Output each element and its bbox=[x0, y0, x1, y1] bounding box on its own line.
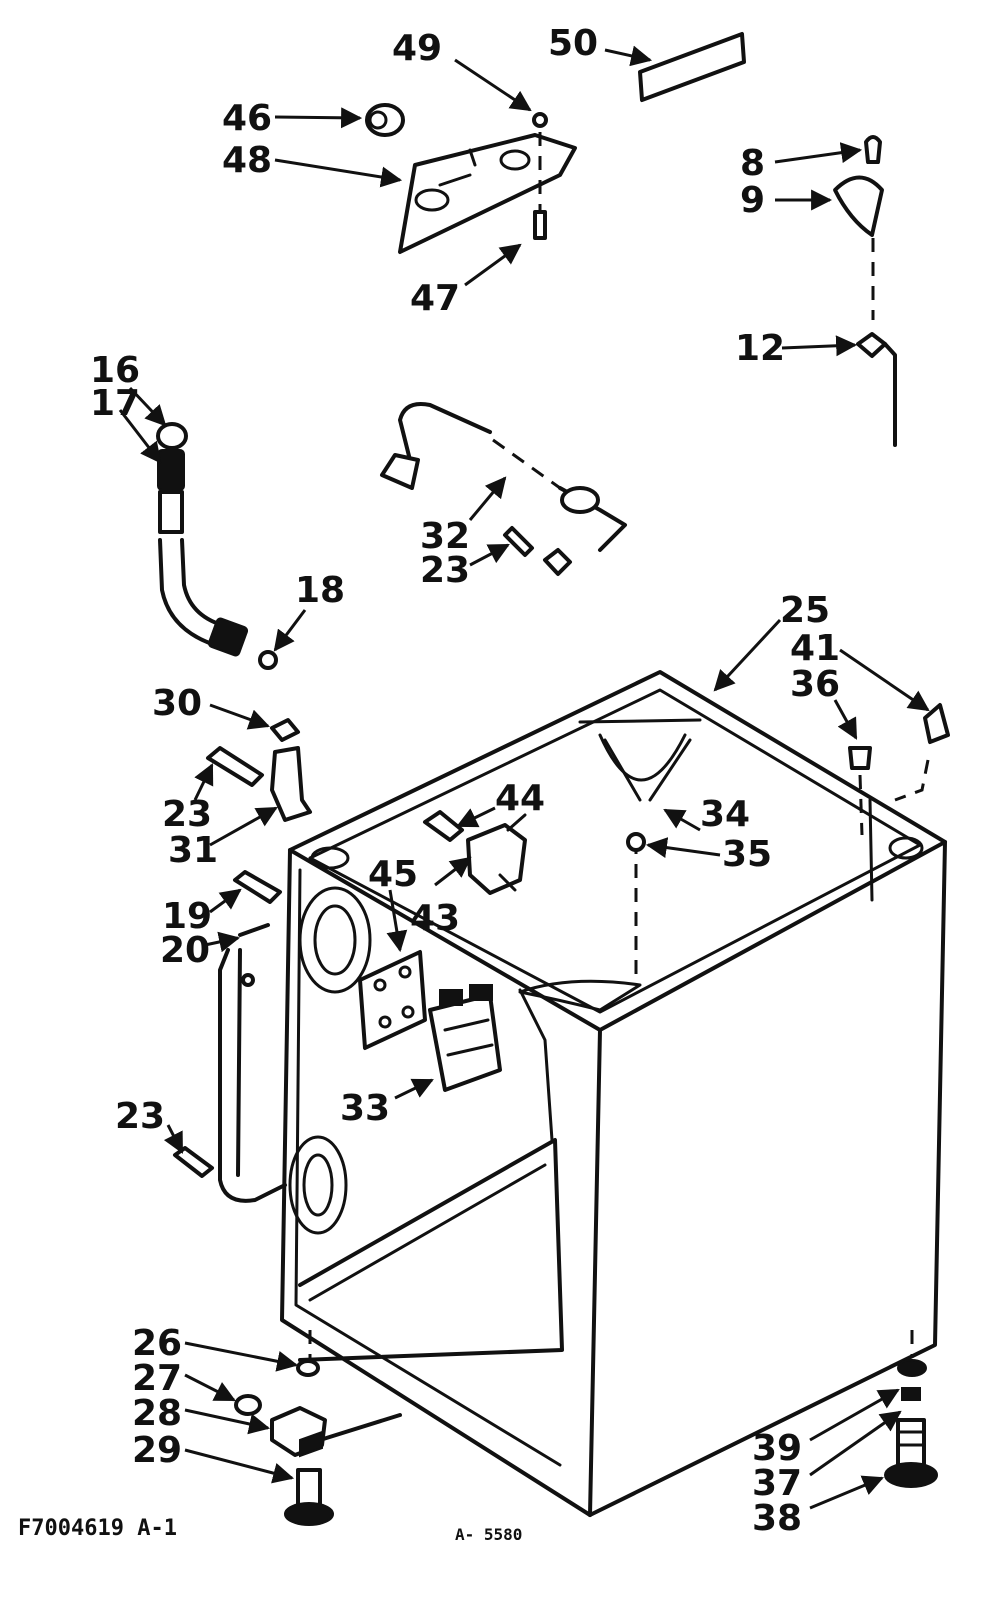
timer-33-part bbox=[428, 984, 502, 1092]
left-foot-part bbox=[234, 1330, 334, 1526]
leader-lines bbox=[118, 45, 930, 1510]
label-29: 29 bbox=[132, 1430, 182, 1471]
label-20: 20 bbox=[160, 930, 210, 971]
label-44: 44 bbox=[495, 778, 545, 819]
label-23a: 23 bbox=[420, 550, 470, 591]
label-46: 46 bbox=[222, 98, 272, 139]
label-31: 31 bbox=[168, 830, 218, 871]
label-27: 27 bbox=[132, 1358, 182, 1399]
ring-18-part bbox=[258, 650, 278, 670]
wire-harness-part bbox=[380, 402, 627, 552]
label-50: 50 bbox=[548, 23, 598, 64]
screw-23-left-part bbox=[206, 746, 264, 787]
footer-code: F7004619 A-1 bbox=[18, 1516, 177, 1541]
screw-47-part bbox=[533, 210, 547, 240]
label-45: 45 bbox=[368, 854, 418, 895]
label-36: 36 bbox=[790, 664, 840, 705]
bracket-31-part bbox=[270, 746, 312, 822]
label-47: 47 bbox=[410, 278, 460, 319]
label-48: 48 bbox=[222, 140, 272, 181]
label-30: 30 bbox=[152, 683, 202, 724]
label-41: 41 bbox=[790, 628, 840, 669]
nut-35-part bbox=[626, 832, 646, 852]
clip-30-part bbox=[270, 718, 300, 742]
cabinet bbox=[280, 670, 947, 1517]
plate-45-part bbox=[358, 950, 427, 1050]
hose-fitting-part bbox=[856, 332, 897, 447]
switch-43-part bbox=[466, 813, 527, 895]
screw-19-part bbox=[233, 870, 282, 904]
label-16: 16 bbox=[90, 350, 140, 391]
clip-41-part bbox=[894, 703, 950, 802]
label-23c: 23 bbox=[115, 1096, 165, 1137]
screw-23-top-part bbox=[503, 526, 572, 576]
label-39: 39 bbox=[752, 1428, 802, 1469]
dash-36 bbox=[858, 774, 864, 836]
label-8: 8 bbox=[740, 143, 765, 184]
footer-ref: A- 5580 bbox=[455, 1525, 522, 1544]
label-38: 38 bbox=[752, 1498, 802, 1539]
label-33: 33 bbox=[340, 1088, 390, 1129]
knob-part bbox=[365, 103, 405, 137]
label-23b: 23 bbox=[162, 794, 212, 835]
clip-9-part bbox=[833, 175, 884, 237]
screw-49-part bbox=[532, 112, 548, 128]
drain-hose-part bbox=[156, 422, 249, 657]
label-28: 28 bbox=[132, 1393, 182, 1434]
label-43: 43 bbox=[410, 898, 460, 939]
screw-44-part bbox=[423, 810, 464, 842]
label-37: 37 bbox=[752, 1463, 802, 1504]
grommet-36-part bbox=[848, 746, 872, 770]
label-9: 9 bbox=[740, 180, 765, 221]
label-strip-part bbox=[638, 32, 746, 102]
label-25: 25 bbox=[780, 590, 830, 631]
right-foot-part bbox=[884, 1330, 938, 1488]
label-32: 32 bbox=[420, 516, 470, 557]
label-17: 17 bbox=[90, 383, 140, 424]
label-34: 34 bbox=[700, 794, 750, 835]
label-35: 35 bbox=[722, 834, 772, 875]
label-18: 18 bbox=[295, 570, 345, 611]
screw-8-part bbox=[864, 135, 882, 164]
fill-hose-20-part bbox=[218, 923, 287, 1203]
label-49: 49 bbox=[392, 28, 442, 69]
label-12: 12 bbox=[735, 328, 785, 369]
control-bracket-part bbox=[398, 132, 577, 254]
label-26: 26 bbox=[132, 1323, 182, 1364]
label-19: 19 bbox=[162, 896, 212, 937]
